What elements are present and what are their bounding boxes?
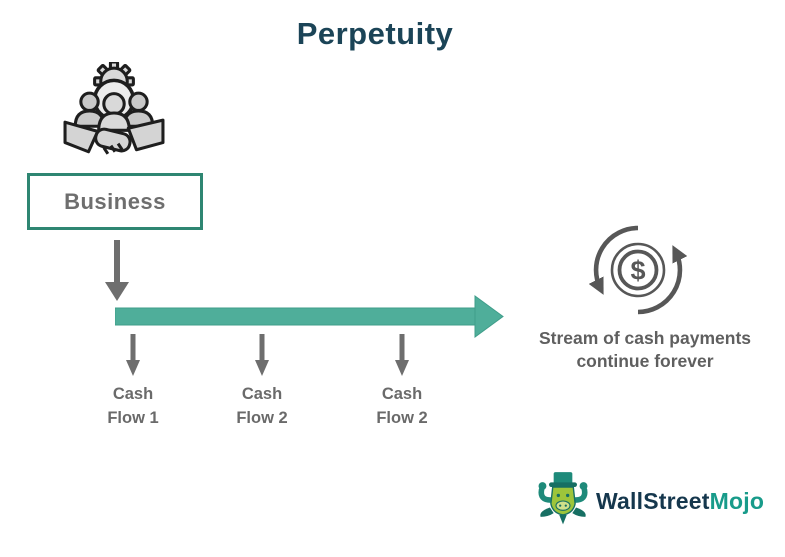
teal-right-arrow bbox=[115, 295, 504, 338]
business-label: Business bbox=[64, 188, 166, 214]
business-box: Business bbox=[27, 173, 203, 230]
logo-text-primary: WallStreet bbox=[596, 487, 710, 514]
logo-wordmark: WallStreetMojo bbox=[596, 488, 764, 515]
cash-flow-3-down-arrow bbox=[395, 334, 409, 376]
stream-note: Stream of cash payments continue forever bbox=[538, 328, 752, 371]
wallstreetmojo-logo: WallStreetMojo bbox=[535, 470, 764, 532]
page-title: Perpetuity bbox=[296, 16, 454, 51]
cash-flow-2-label: Cash Flow 2 bbox=[236, 385, 288, 427]
cash-flow-1-down-arrow bbox=[126, 334, 140, 376]
down-arrow-from-business bbox=[105, 240, 129, 301]
cash-flow-1-label: Cash Flow 1 bbox=[107, 385, 159, 427]
logo-text-secondary: Mojo bbox=[709, 487, 765, 514]
wallstreetmojo-bull-icon bbox=[538, 472, 588, 525]
svg-text:$: $ bbox=[630, 256, 645, 286]
cash-flow-3-label: Cash Flow 2 bbox=[376, 385, 428, 427]
dollar-cycle-icon: $ bbox=[588, 225, 688, 315]
cash-flow-2-down-arrow bbox=[255, 334, 269, 376]
business-team-handshake-icon bbox=[63, 62, 165, 155]
